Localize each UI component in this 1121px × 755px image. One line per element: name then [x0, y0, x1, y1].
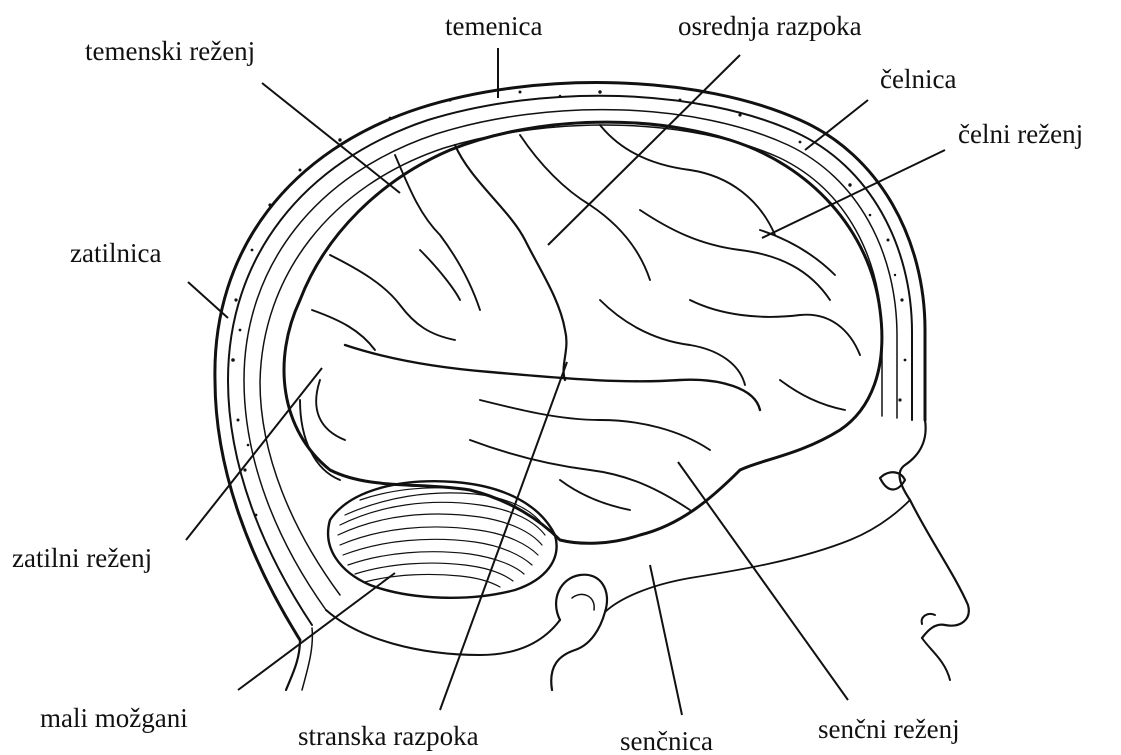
label-stranska-razpoka: stranska razpoka: [298, 721, 479, 751]
label-temenica: temenica: [445, 11, 542, 41]
leader-temenski-rezenj: [262, 83, 400, 193]
label-sencni-rezenj: senčni reženj: [818, 714, 960, 744]
mastoid: [551, 575, 607, 690]
leader-sencnica: [650, 565, 682, 715]
gyri: [300, 125, 860, 510]
nostril: [922, 614, 935, 624]
label-osrednja-razpoka: osrednja razpoka: [678, 11, 862, 41]
cerebellum-folia: [338, 488, 545, 587]
face-profile: [880, 420, 969, 680]
label-sencnica: senčnica: [620, 726, 713, 755]
label-zatilnica: zatilnica: [70, 238, 161, 268]
leader-sencni-rezenj: [678, 462, 848, 700]
labels: temenica osrednja razpoka temenski režen…: [12, 11, 1083, 755]
leader-zatilnica: [188, 282, 228, 318]
nose: [910, 500, 969, 638]
cerebellum: [328, 481, 556, 598]
neck-back: [286, 640, 300, 690]
label-zatilni-rezenj: zatilni reženj: [12, 543, 152, 573]
skull-inner-2: [244, 110, 897, 610]
skull-inner-3: [260, 125, 882, 595]
forehead-brow: [900, 420, 926, 500]
leader-mali-mozgani: [238, 573, 395, 690]
brain-outline: [284, 122, 882, 543]
mastoid-inner: [572, 594, 594, 610]
central-sulcus: [455, 145, 566, 380]
skull-layers: [215, 83, 925, 640]
skull-base: [286, 500, 910, 690]
upper-lip: [922, 638, 950, 680]
brain: [284, 122, 882, 543]
leader-lines: [186, 48, 945, 715]
label-celni-rezenj: čelni reženj: [958, 119, 1083, 149]
label-mali-mozgani: mali možgani: [40, 703, 188, 733]
skull-outer: [215, 83, 925, 640]
leader-stranska-razpoka: [440, 362, 567, 710]
label-celnica: čelnica: [880, 64, 956, 94]
occipital-base: [326, 610, 560, 655]
label-temenski-rezenj: temenski reženj: [85, 36, 255, 66]
jaw-hint: [605, 500, 910, 612]
